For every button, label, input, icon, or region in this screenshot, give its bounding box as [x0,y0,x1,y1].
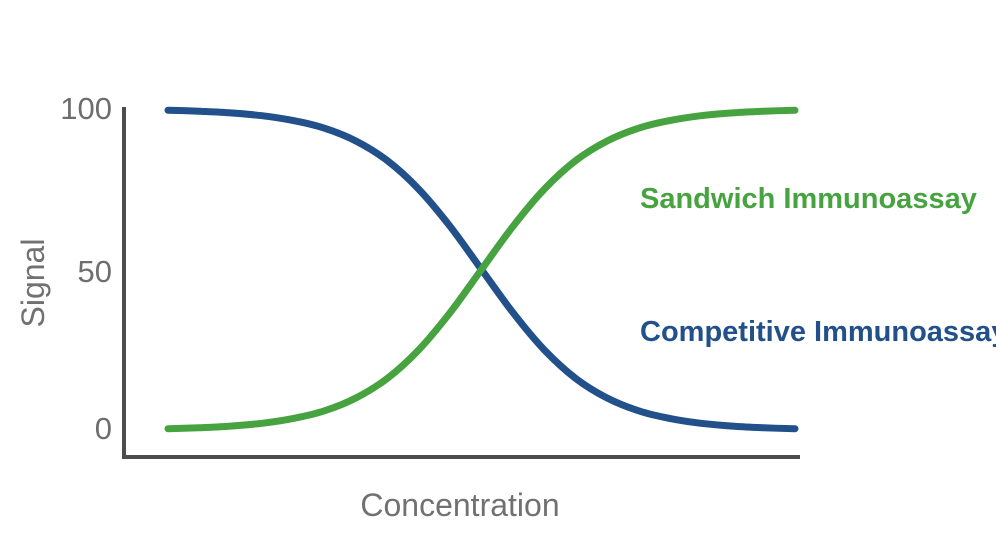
curve-sandwich [164,106,799,433]
y-tick-0: 0 [94,411,112,446]
curve-label-sandwich: Sandwich Immunoassay [640,183,977,215]
x-axis-label: Concentration [360,487,560,523]
curve-label-competitive: Competitive Immunoassay [640,316,996,348]
y-tick-100: 100 [60,91,112,126]
y-tick-50: 50 [77,254,112,289]
